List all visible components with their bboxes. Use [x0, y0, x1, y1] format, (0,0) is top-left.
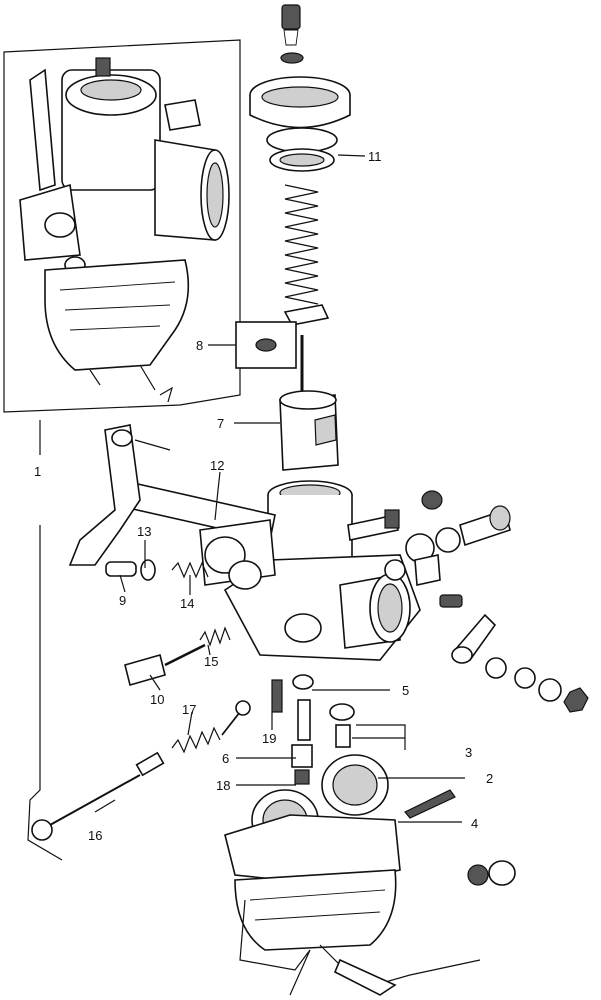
- callout-2: 2: [486, 771, 493, 786]
- float-and-bowl: [224, 754, 516, 996]
- assembled-carburetor-inset: [3, 39, 241, 413]
- callout-16: 16: [88, 828, 102, 843]
- jets: [271, 674, 355, 785]
- callout-19: 19: [262, 731, 276, 746]
- callout-12: 12: [210, 458, 224, 473]
- leader-lines: [27, 154, 465, 861]
- callout-4: 4: [471, 816, 478, 831]
- callout-1: 1: [34, 464, 41, 479]
- cable-parts: [31, 700, 251, 841]
- callout-3: 3: [465, 745, 472, 760]
- callout-18: 18: [216, 778, 230, 793]
- callout-7: 7: [217, 416, 224, 431]
- callout-labels: 1 2 3 4 5 6 7 8 9 10 11 12 13 14 15 16 1…: [34, 149, 493, 843]
- callout-17: 17: [182, 702, 196, 717]
- callout-11: 11: [368, 149, 382, 164]
- callout-14: 14: [180, 596, 194, 611]
- callout-8: 8: [196, 338, 203, 353]
- callout-10: 10: [150, 692, 164, 707]
- callout-15: 15: [204, 654, 218, 669]
- throttle-slide: [279, 390, 339, 471]
- carburetor-body: [68, 424, 421, 661]
- callout-6: 6: [222, 751, 229, 766]
- left-small-parts: [105, 559, 231, 686]
- callout-9: 9: [119, 593, 126, 608]
- right-side-hardware: [384, 490, 589, 713]
- callout-5: 5: [402, 683, 409, 698]
- jet-needle: [235, 321, 304, 400]
- throttle-cap-assembly: [249, 4, 351, 326]
- callout-13: 13: [137, 524, 151, 539]
